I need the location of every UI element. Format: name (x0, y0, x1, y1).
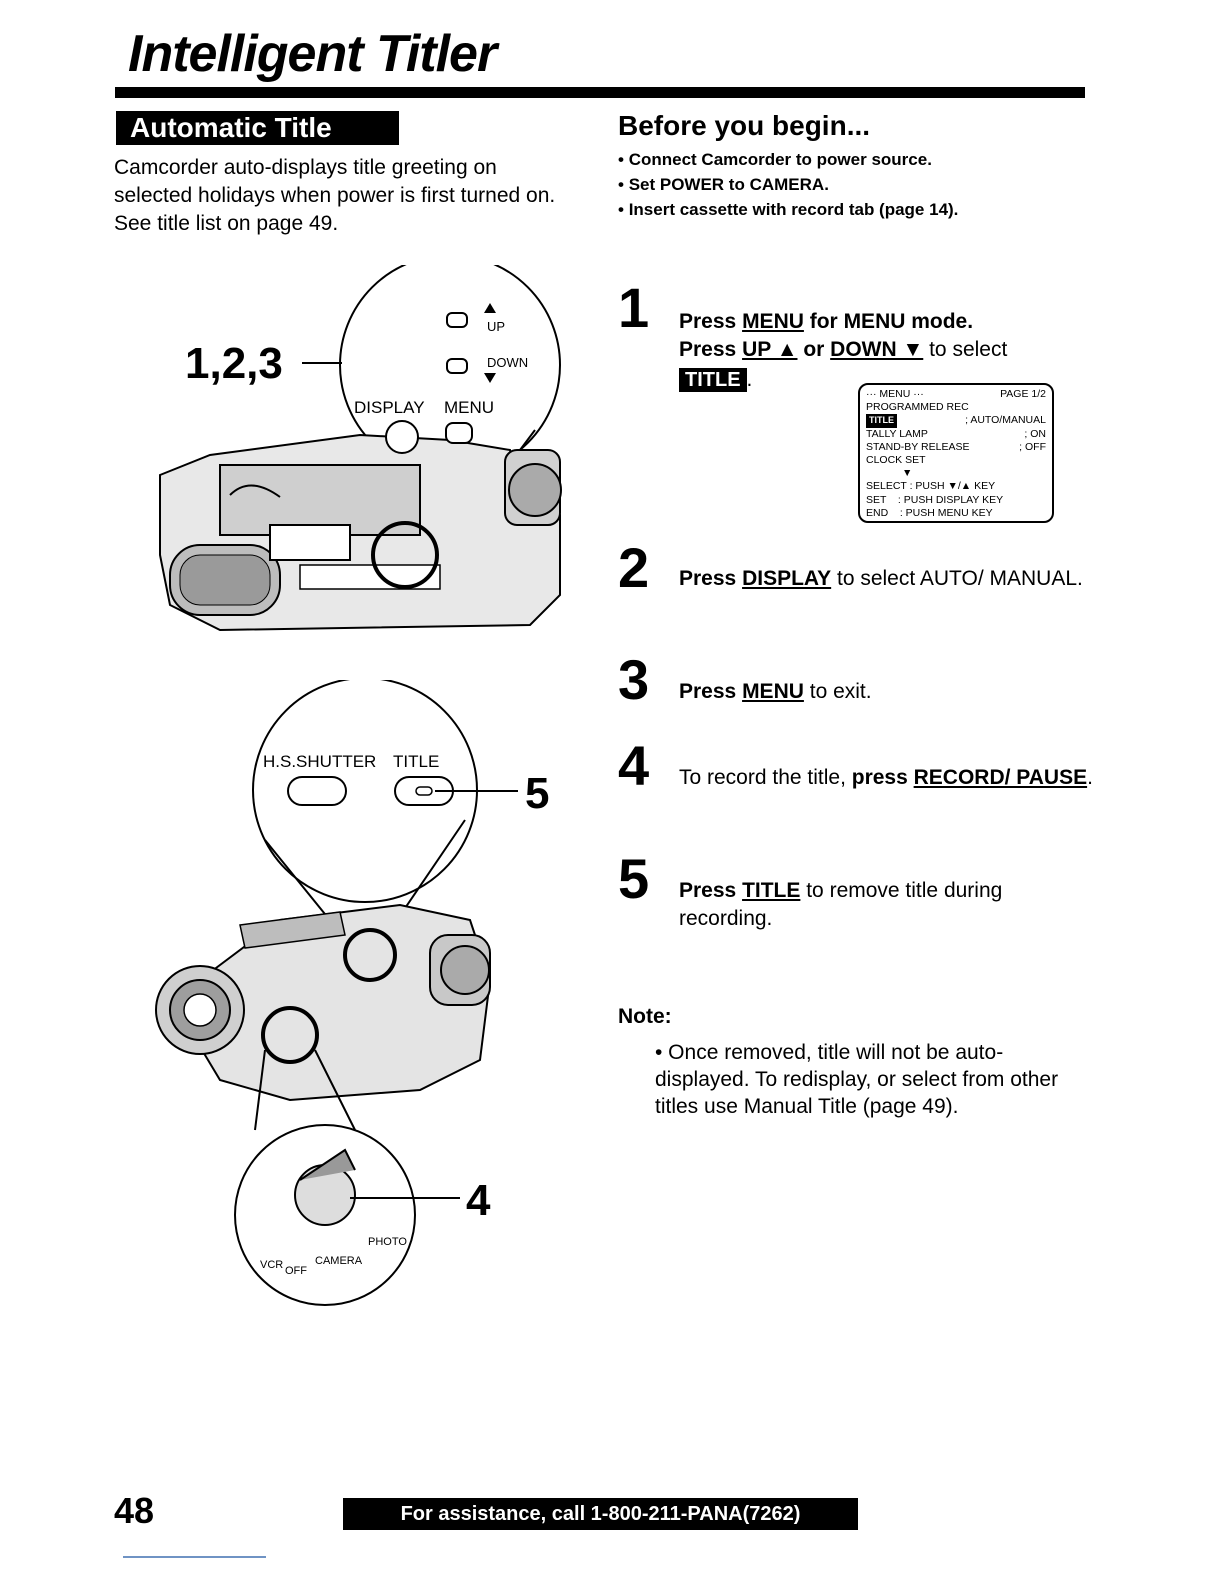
switch-off-label: OFF (285, 1265, 307, 1277)
assistance-banner: For assistance, call 1-800-211-PANA(7262… (343, 1498, 858, 1530)
before-you-begin-title: Before you begin... (618, 110, 871, 141)
step-number: 2 (618, 536, 650, 599)
title-chip: TITLE (679, 368, 747, 392)
intro-text: Camcorder auto-displays title greeting o… (114, 156, 556, 235)
highlight-circle (343, 928, 397, 982)
menu-label: MENU (444, 398, 494, 417)
callout-5: 5 (525, 769, 549, 818)
section-badge: Automatic Title (116, 111, 399, 145)
menu-row: END : PUSH MENU KEY (866, 506, 993, 519)
step-3-text: Press MENU to exit. (679, 680, 872, 703)
menu-button-icon (445, 422, 473, 444)
switch-photo-label: PHOTO (368, 1236, 407, 1248)
up-key-ref: UP ▲ (742, 338, 798, 361)
list-item: Connect Camcorder to power source. (618, 147, 958, 172)
title-label: TITLE (393, 752, 439, 771)
step-4-text: To record the title, press RECORD/ PAUSE… (679, 766, 1093, 789)
note-title: Note: (618, 1005, 672, 1028)
menu-row: TITLE; AUTO/MANUAL (866, 414, 1046, 428)
highlight-circle (261, 1006, 319, 1064)
up-label: UP (487, 319, 505, 334)
menu-key-ref: MENU (742, 310, 804, 333)
menu-row: SELECT : PUSH ▼/▲ KEY (866, 480, 996, 493)
title-rule (115, 87, 1085, 98)
menu-row: TALLY LAMP; ON (866, 427, 1046, 440)
down-label: DOWN (487, 355, 528, 370)
highlight-circle (371, 521, 439, 589)
switch-camera-label: CAMERA (315, 1255, 363, 1267)
hs-shutter-button-icon (287, 776, 347, 806)
record-pause-key-ref: RECORD/ PAUSE (913, 766, 1088, 789)
step-number: 3 (618, 648, 650, 711)
camcorder-front-illustration: H.S.SHUTTER TITLE 5 4 VCR OFF CAMERA PHO… (155, 680, 549, 1306)
callout-4: 4 (466, 1176, 491, 1225)
camcorder-top-illustration: UP DOWN DISPLAY MENU 1,2,3 (159, 265, 562, 632)
before-you-begin-list: Connect Camcorder to power source. Set P… (618, 147, 959, 222)
step-1-text: Press MENU for MENU mode. Press UP ▲ or … (679, 310, 1008, 392)
page-number: 48 (114, 1490, 155, 1531)
menu-row: CLOCK SET (866, 454, 926, 467)
title-key-ref: TITLE (742, 879, 801, 902)
switch-vcr-label: VCR (260, 1259, 283, 1271)
step-number: 5 (618, 847, 650, 910)
display-label: DISPLAY (354, 398, 425, 417)
callout-123: 1,2,3 (185, 339, 283, 388)
menu-row: SET : PUSH DISPLAY KEY (866, 493, 1004, 506)
note-text: • Once removed, title will not be auto-d… (655, 1041, 1059, 1118)
step-number: 4 (618, 734, 650, 797)
footer-rule (123, 1556, 266, 1558)
up-button-icon (446, 312, 468, 328)
step-2-text: Press DISPLAY to select AUTO/ MANUAL. (679, 567, 1083, 590)
list-item: Set POWER to CAMERA. (618, 172, 958, 197)
menu-row: ▼ (902, 467, 913, 480)
down-button-icon (446, 358, 468, 374)
hs-shutter-label: H.S.SHUTTER (263, 752, 376, 771)
menu-row: PROGRAMMED REC (866, 401, 969, 414)
list-item: Insert cassette with record tab (page 14… (618, 197, 959, 222)
down-key-ref: DOWN ▼ (830, 338, 924, 361)
menu-row: STAND-BY RELEASE; OFF (866, 440, 1046, 453)
menu-screen: ··· MENU ···PAGE 1/2 PROGRAMMED REC TITL… (858, 383, 1054, 523)
display-key-ref: DISPLAY (742, 567, 832, 590)
display-button-icon (385, 420, 419, 454)
step-5-text: Press TITLE to remove title during recor… (679, 879, 1003, 930)
step-number: 1 (618, 276, 650, 339)
page-title: Intelligent Titler (128, 25, 497, 83)
menu-key-ref: MENU (742, 680, 804, 703)
